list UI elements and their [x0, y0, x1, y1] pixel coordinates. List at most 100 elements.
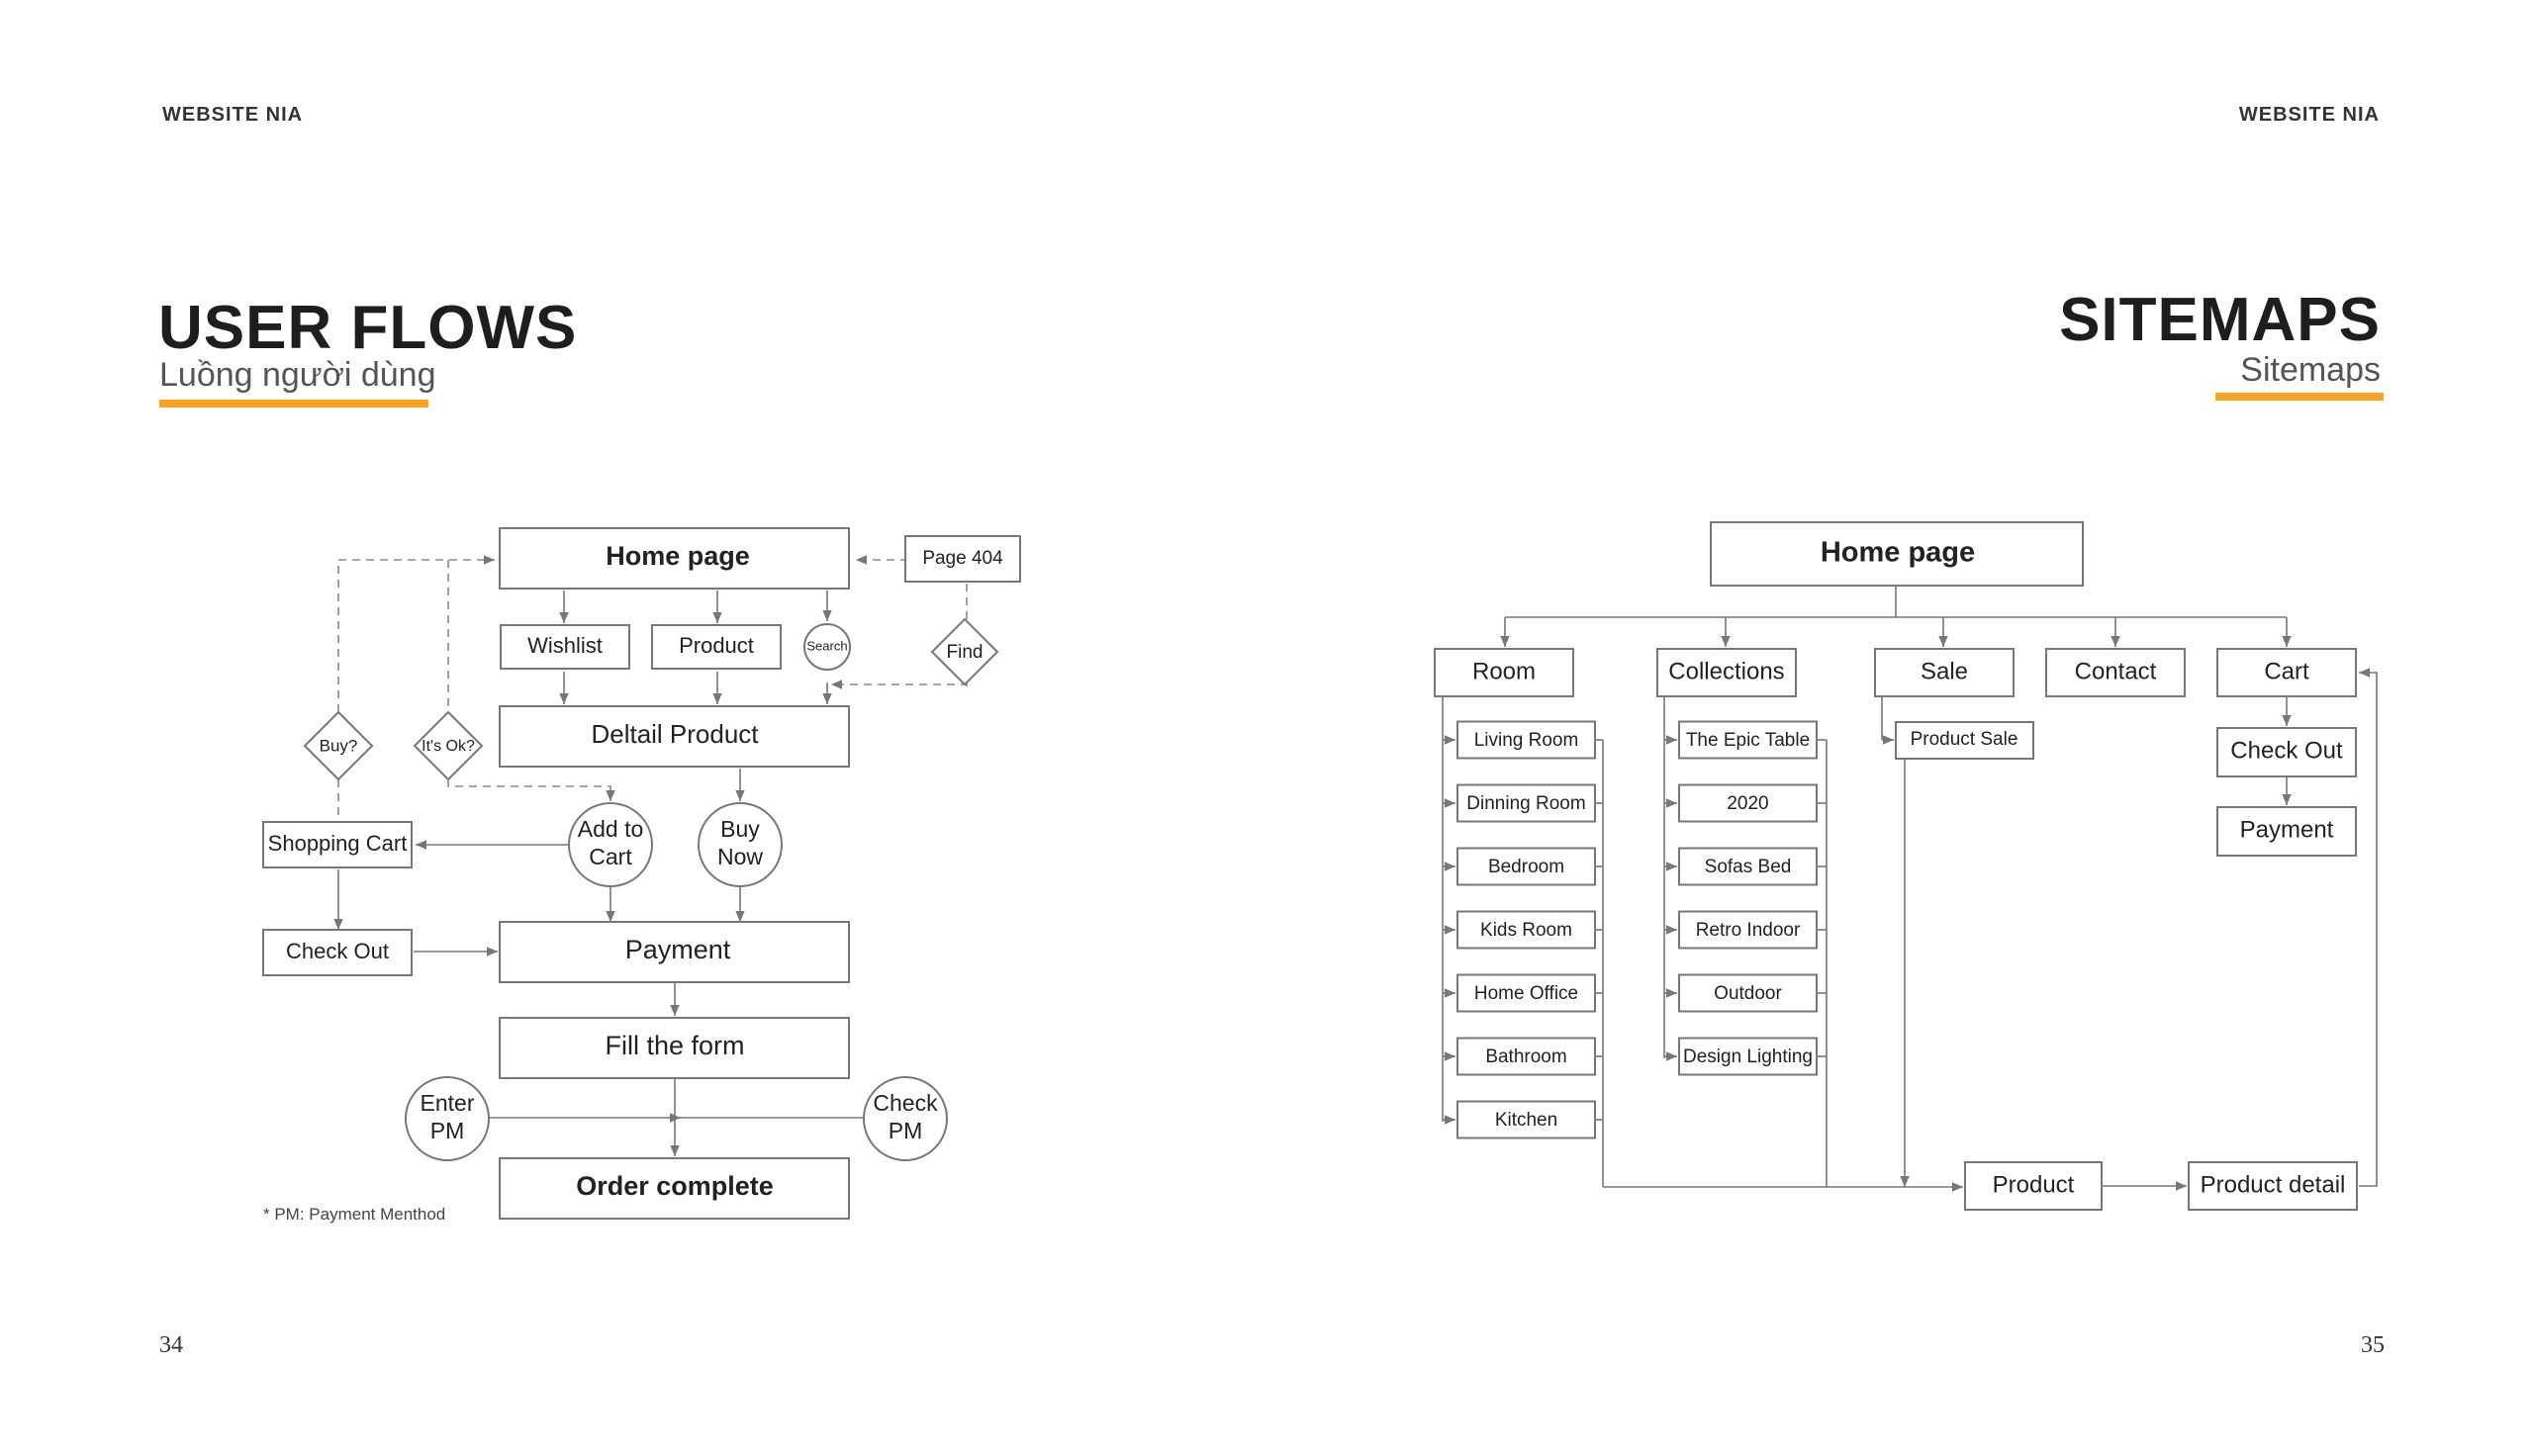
flow-fill-form-label: Fill the form — [605, 1031, 744, 1060]
flow-buy-now: Buy Now — [698, 802, 783, 887]
user-flows-title: USER FLOWS — [158, 294, 578, 362]
sitemap-home-label: Home page — [1821, 537, 1975, 569]
sitemap-home-page: Home page — [1710, 521, 2084, 587]
flow-check-out: Check Out — [262, 929, 413, 976]
sitemap-payment-label: Payment — [2240, 816, 2334, 843]
sitemap-collection-child-item: 2020 — [1678, 783, 1818, 823]
flow-find-decision: Find — [930, 617, 999, 686]
flow-itsok-label: It's Ok? — [422, 738, 475, 755]
sitemap-collection-child-item-label: Retro Indoor — [1696, 920, 1801, 941]
flow-fill-form: Fill the form — [499, 1017, 850, 1079]
flow-check-pm: Check PM — [863, 1076, 948, 1161]
sitemap-contact-label: Contact — [2075, 658, 2157, 684]
flow-product-label: Product — [679, 633, 754, 658]
flow-check-pm-line1: Check — [873, 1090, 938, 1116]
sitemap-payment: Payment — [2216, 806, 2357, 857]
flow-page-404-label: Page 404 — [922, 548, 1003, 569]
sitemap-collection-child-item-label: Outdoor — [1714, 983, 1782, 1004]
flow-add-to-cart: Add to Cart — [568, 802, 653, 887]
sitemap-product-detail-label: Product detail — [2201, 1171, 2346, 1198]
sitemap-collection-child-item: Design Lighting — [1678, 1037, 1818, 1076]
flow-check-pm-line2: PM — [889, 1118, 923, 1143]
flow-enter-pm-line1: Enter — [421, 1090, 475, 1116]
sitemap-room-child-item-label: Bathroom — [1485, 1046, 1566, 1067]
flow-home-page-label: Home page — [606, 541, 750, 571]
sitemap-collection-child-item: The Epic Table — [1678, 720, 1818, 760]
sitemap-check-out-label: Check Out — [2230, 737, 2343, 764]
sitemap-room-label: Room — [1472, 658, 1536, 684]
sitemap-product: Product — [1964, 1161, 2103, 1211]
sitemaps-subtitle: Sitemaps — [2240, 351, 2381, 389]
sitemap-product-sale-label: Product Sale — [1911, 729, 2018, 750]
sitemap-cart-label: Cart — [2264, 658, 2309, 684]
sitemap-sale: Sale — [1874, 648, 2015, 697]
flow-buy-now-line1: Buy — [720, 816, 760, 842]
flow-home-page: Home page — [499, 527, 850, 590]
flow-payment: Payment — [499, 921, 850, 983]
flow-detail-product-label: Deltail Product — [591, 719, 759, 749]
sitemap-contact: Contact — [2045, 648, 2186, 697]
sitemap-room-child-item: Bedroom — [1456, 847, 1596, 886]
flow-find-label: Find — [947, 642, 984, 663]
flow-check-out-label: Check Out — [286, 939, 389, 963]
sitemap-room-child-item-label: Kids Room — [1480, 920, 1572, 941]
flow-detail-product: Deltail Product — [499, 705, 850, 768]
flow-enter-pm-line2: PM — [430, 1118, 465, 1143]
sitemap-room-child-item-label: Home Office — [1474, 983, 1578, 1004]
flow-order-complete-label: Order complete — [576, 1171, 774, 1201]
flow-buy-label: Buy? — [320, 736, 358, 755]
sitemap-check-out: Check Out — [2216, 727, 2357, 777]
flow-wishlist: Wishlist — [500, 624, 630, 670]
sitemap-collection-child-item: Outdoor — [1678, 973, 1818, 1013]
sitemap-collection-child-item: Sofas Bed — [1678, 847, 1818, 886]
flow-page-404: Page 404 — [904, 535, 1021, 583]
header-right: WEBSITE NIA — [2238, 104, 2380, 126]
sitemap-collection-child-item-label: The Epic Table — [1686, 730, 1810, 751]
sitemap-room-child-item: Kitchen — [1456, 1100, 1596, 1139]
accent-underline-right — [2215, 393, 2384, 401]
flow-search-label: Search — [806, 638, 847, 653]
sitemap-room-child-item: Living Room — [1456, 720, 1596, 760]
flow-order-complete: Order complete — [499, 1157, 850, 1220]
sitemap-product-label: Product — [1993, 1171, 2075, 1198]
flow-wishlist-label: Wishlist — [527, 633, 603, 658]
sitemap-room-child-item: Bathroom — [1456, 1037, 1596, 1076]
sitemaps-title: SITEMAPS — [2059, 286, 2381, 354]
flow-add-to-cart-line2: Cart — [589, 844, 632, 869]
user-flows-subtitle: Luồng người dùng — [159, 356, 436, 394]
sitemap-room-child-item: Home Office — [1456, 973, 1596, 1013]
page-number-right: 35 — [2361, 1332, 2385, 1358]
sitemap-sale-label: Sale — [1921, 658, 1968, 684]
sitemap-product-detail: Product detail — [2188, 1161, 2358, 1211]
flow-shopping-cart: Shopping Cart — [262, 821, 413, 868]
sitemap-room-child-item-label: Dinning Room — [1466, 793, 1585, 814]
flow-shopping-cart-label: Shopping Cart — [268, 831, 408, 856]
sitemap-room-child-item-label: Living Room — [1474, 730, 1579, 751]
flow-enter-pm: Enter PM — [405, 1076, 490, 1161]
flow-buy-now-line2: Now — [717, 844, 763, 869]
sitemap-room-child-item-label: Kitchen — [1495, 1110, 1557, 1131]
sitemap-room: Room — [1434, 648, 1574, 697]
sitemap-room-child-item-label: Bedroom — [1488, 857, 1564, 877]
flow-itsok-decision: It's Ok? — [413, 710, 484, 781]
sitemap-room-child-item: Kids Room — [1456, 910, 1596, 950]
accent-underline-left — [159, 400, 428, 408]
flow-buy-decision: Buy? — [303, 710, 374, 781]
sitemap-room-child-item: Dinning Room — [1456, 783, 1596, 823]
sitemap-product-sale: Product Sale — [1895, 721, 2034, 760]
flow-search: Search — [803, 623, 851, 671]
sitemap-collection-child-item-label: 2020 — [1727, 793, 1768, 814]
flow-payment-label: Payment — [625, 935, 731, 964]
flow-product: Product — [651, 624, 782, 670]
sitemap-collection-child-item-label: Design Lighting — [1683, 1046, 1813, 1067]
sitemap-collections: Collections — [1656, 648, 1797, 697]
sitemap-collections-label: Collections — [1668, 658, 1784, 684]
sitemap-collection-child-item: Retro Indoor — [1678, 910, 1818, 950]
sitemap-collection-child-item-label: Sofas Bed — [1705, 857, 1792, 877]
header-left: WEBSITE NIA — [162, 104, 304, 126]
pm-footnote: * PM: Payment Menthod — [263, 1205, 446, 1224]
flow-add-to-cart-line1: Add to — [578, 816, 644, 842]
page-number-left: 34 — [159, 1332, 183, 1358]
